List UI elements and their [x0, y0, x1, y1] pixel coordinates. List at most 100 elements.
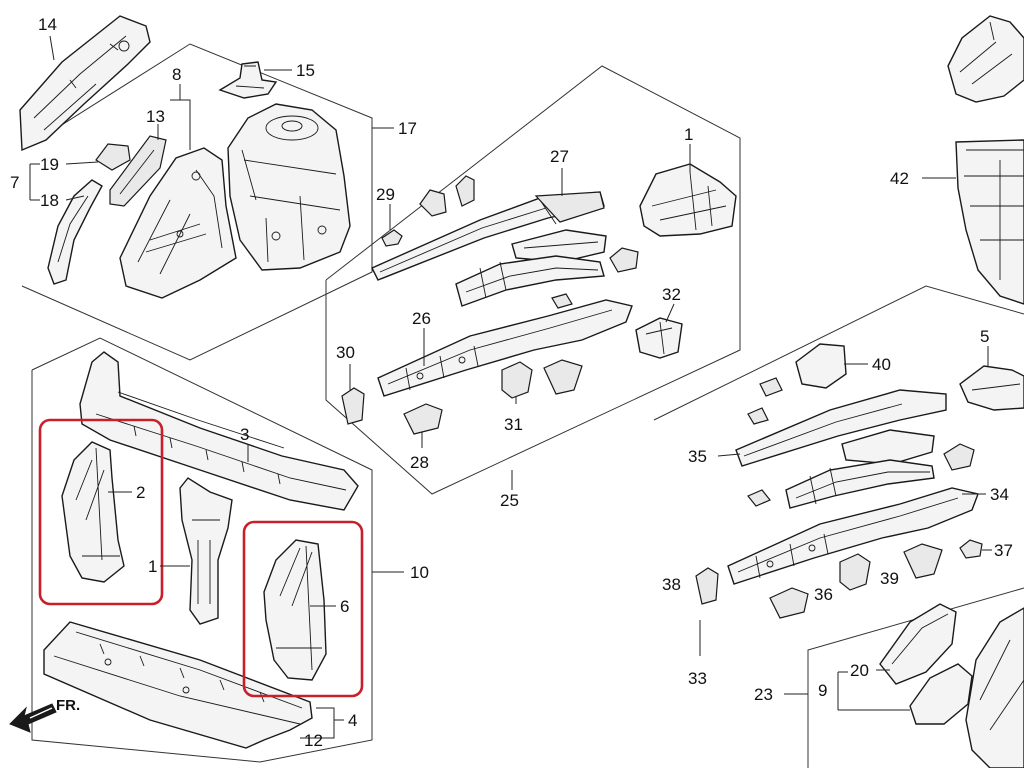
part-6-side-bracket — [263, 539, 327, 681]
callout-37: 37 — [994, 541, 1013, 560]
part-1-top — [639, 163, 737, 237]
group-33-frame — [653, 285, 1024, 421]
part-19 — [95, 143, 131, 171]
highlight-part-2 — [38, 418, 164, 606]
callout-15: 15 — [296, 61, 315, 80]
callout-13: 13 — [146, 107, 165, 126]
callout-39: 39 — [880, 569, 899, 588]
callout-12: 12 — [304, 731, 323, 750]
callout-10: 10 — [410, 563, 429, 582]
part-42-panel — [955, 139, 1024, 305]
callout-8: 8 — [172, 65, 181, 84]
leader-4 — [300, 707, 344, 739]
part-4-lower-crossmember — [43, 621, 313, 749]
callout-28: 28 — [410, 453, 429, 472]
part-small-bracket-right — [943, 443, 975, 471]
part-small-bracket — [609, 247, 639, 273]
callout-33: 33 — [688, 669, 707, 688]
part-30 — [341, 387, 365, 425]
part-14 — [19, 15, 151, 152]
part-clip-a — [419, 189, 447, 217]
callout-36: 36 — [814, 585, 833, 604]
callout-23: 23 — [754, 685, 773, 704]
part-18 — [47, 179, 103, 285]
callout-29: 29 — [376, 185, 395, 204]
part-2-side-bracket — [61, 441, 125, 583]
part-31-mount — [501, 359, 583, 399]
callout-32: 32 — [662, 285, 681, 304]
part-40 — [795, 343, 847, 389]
part-clip-d — [747, 377, 783, 425]
part-top-right-bracket — [947, 15, 1024, 103]
leader-19 — [65, 161, 99, 165]
part-28 — [403, 403, 443, 435]
part-38 — [695, 567, 719, 605]
callout-7: 7 — [10, 173, 19, 192]
callout-17: 17 — [398, 119, 417, 138]
part-clip-b — [455, 175, 475, 207]
callout-19: 19 — [40, 155, 59, 174]
part-17-tower — [227, 103, 351, 271]
group-17-frame — [21, 43, 373, 361]
part-27 — [371, 191, 605, 281]
callout-4: 4 — [348, 711, 357, 730]
leader-35 — [717, 453, 741, 457]
callout-18: 18 — [40, 191, 59, 210]
callout-26: 26 — [412, 309, 431, 328]
callout-2: 2 — [136, 483, 145, 502]
callout-34: 34 — [990, 485, 1009, 504]
leader-7 — [29, 163, 40, 201]
part-5 — [959, 365, 1024, 411]
part-37 — [959, 539, 983, 559]
part-35-inner-rail — [785, 459, 935, 509]
leader-18 — [65, 195, 85, 201]
callout-31: 31 — [504, 415, 523, 434]
part-1-center-pillar — [179, 477, 233, 625]
leader-8 — [170, 84, 191, 150]
leader-32 — [665, 303, 675, 323]
highlight-part-6 — [242, 520, 364, 698]
part-32 — [635, 317, 683, 359]
callout-42: 42 — [890, 169, 909, 188]
part-29-clip — [381, 229, 403, 247]
part-20-bracket — [879, 603, 957, 685]
callout-6: 6 — [340, 597, 349, 616]
callout-30: 30 — [336, 343, 355, 362]
callout-38: 38 — [662, 575, 681, 594]
callout-40: 40 — [872, 355, 891, 374]
leader-14 — [49, 35, 55, 61]
part-39-mount — [839, 543, 943, 591]
part-13-bracket — [109, 135, 167, 207]
callout-5: 5 — [980, 327, 989, 346]
front-arrow-label: FR. — [56, 697, 80, 714]
callout-1a: 1 — [684, 125, 693, 144]
front-arrow-icon: FR. — [9, 697, 80, 733]
part-36 — [769, 587, 809, 619]
callout-20: 20 — [850, 661, 869, 680]
callout-35: 35 — [688, 447, 707, 466]
callout-3: 3 — [240, 425, 249, 444]
part-8-apron — [119, 147, 237, 299]
part-15 — [218, 61, 278, 99]
callout-25: 25 — [500, 491, 519, 510]
callout-1b: 1 — [148, 557, 157, 576]
part-3-crossmember — [79, 351, 359, 511]
part-upper-rail-right — [735, 389, 947, 467]
part-inner-rail — [455, 255, 605, 307]
group-10-frame — [31, 337, 373, 763]
part-clip-c — [551, 293, 573, 309]
leader-9 — [837, 671, 910, 711]
group-25-frame — [325, 65, 741, 495]
group-23-frame — [807, 587, 1024, 768]
callout-9: 9 — [818, 681, 827, 700]
part-9-apron — [909, 607, 1024, 768]
part-gusset-right — [841, 429, 935, 465]
callout-14: 14 — [38, 15, 57, 34]
part-26-rail — [377, 299, 633, 397]
callout-27: 27 — [550, 147, 569, 166]
part-34-lower-rail — [727, 487, 979, 585]
part-clip-e — [747, 489, 771, 507]
part-gusset — [511, 229, 607, 263]
